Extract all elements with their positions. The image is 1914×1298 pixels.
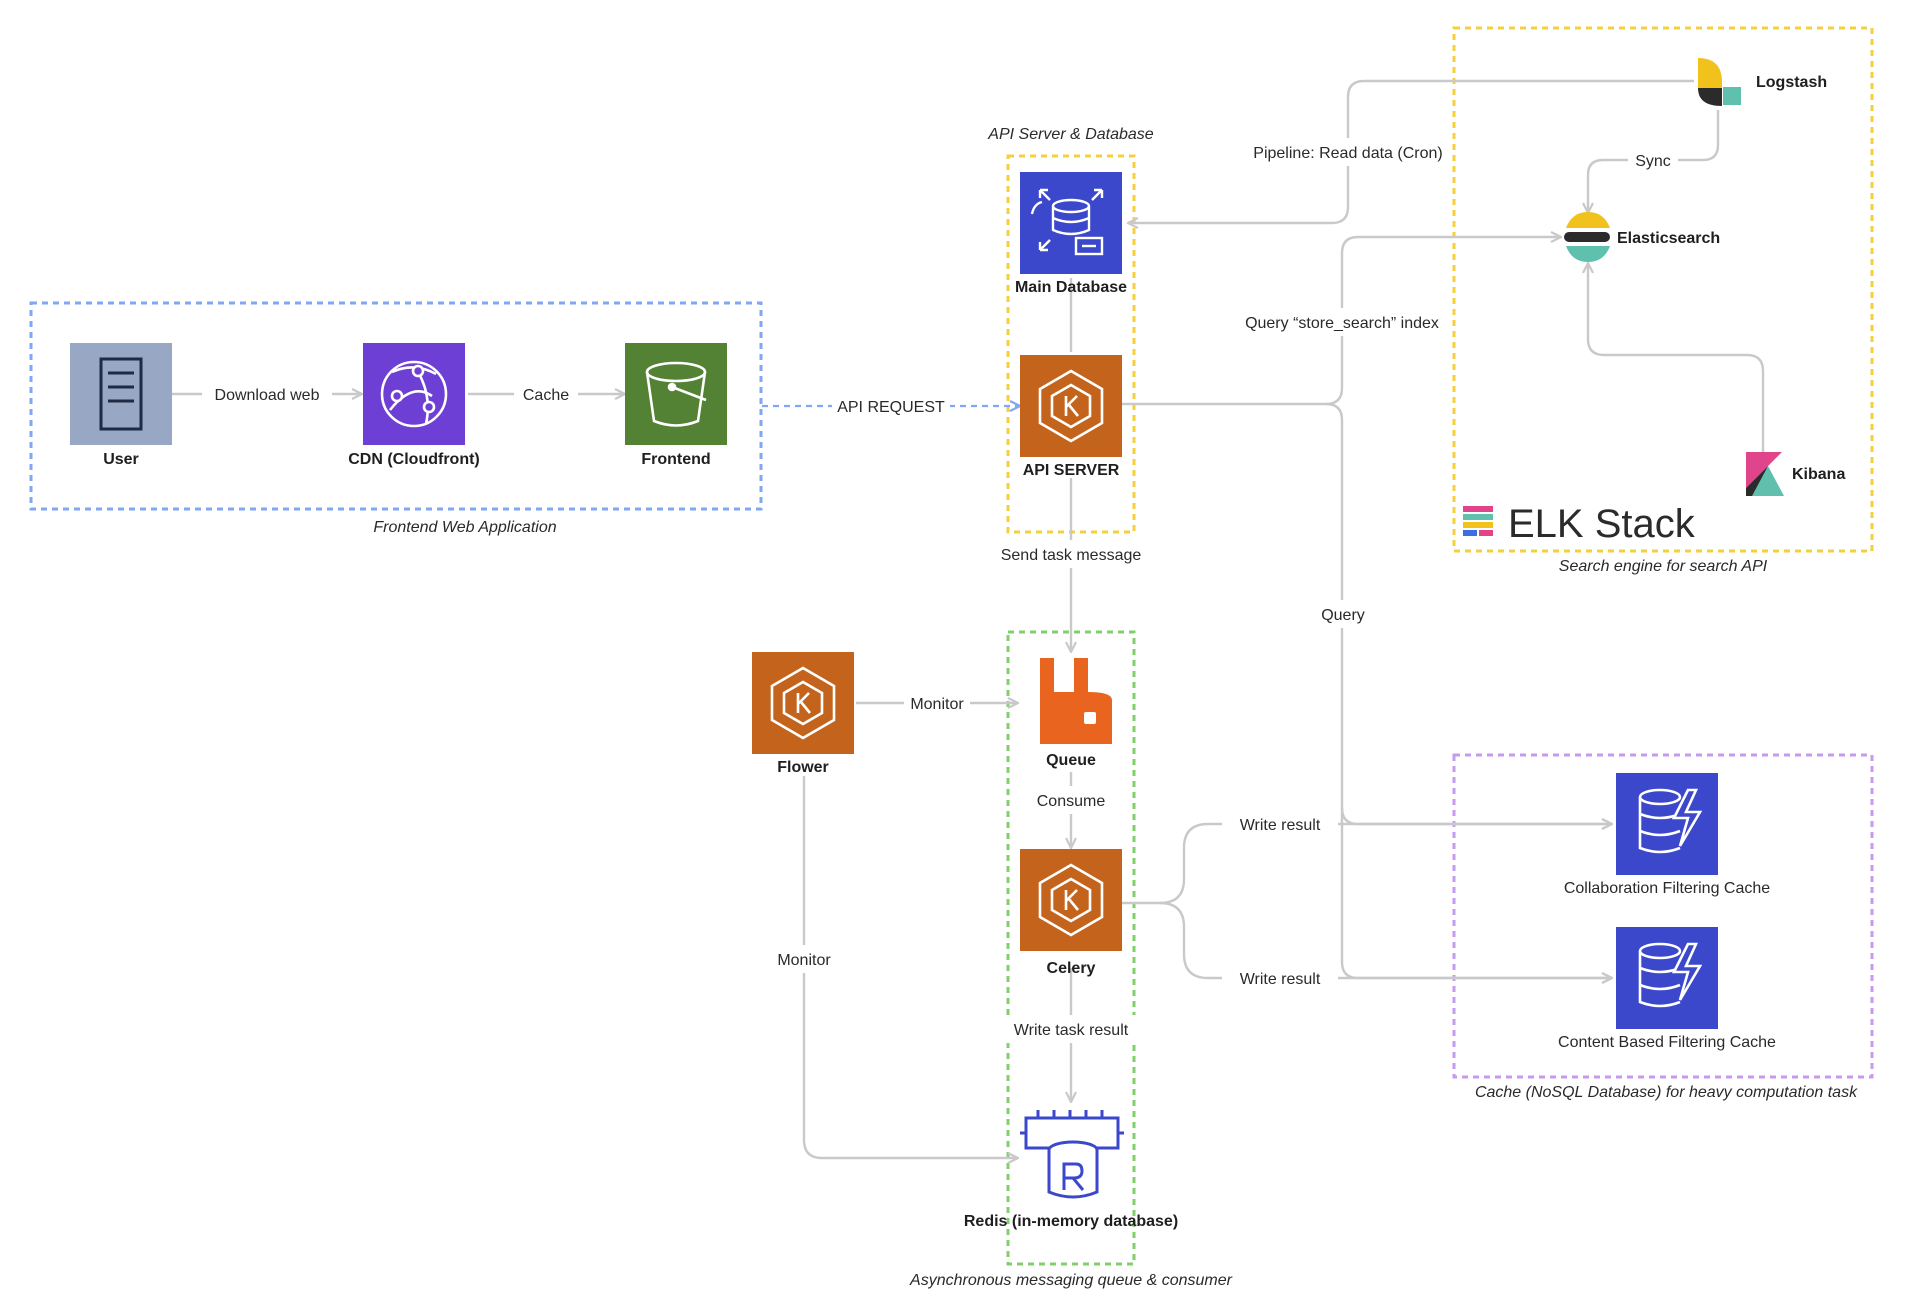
logstash-icon — [1698, 58, 1741, 106]
api-server-node[interactable]: API SERVER — [1020, 355, 1122, 479]
frontend-node[interactable]: Frontend — [625, 343, 727, 468]
svg-text:Sync: Sync — [1635, 153, 1671, 170]
svg-text:Query: Query — [1321, 607, 1365, 624]
cache-group-caption: Cache (NoSQL Database) for heavy computa… — [1475, 1084, 1858, 1101]
edge-write-task-result: Write task result — [1002, 968, 1140, 1102]
elasticsearch-node[interactable]: Elasticsearch — [1564, 212, 1720, 262]
cdn-node[interactable]: CDN (Cloudfront) — [348, 343, 480, 468]
svg-text:Pipeline: Read data (Cron): Pipeline: Read data (Cron) — [1253, 145, 1442, 162]
kubernetes-icon — [1038, 863, 1104, 937]
edge-download-web: Download web — [172, 380, 362, 408]
content-cache-label: Content Based Filtering Cache — [1558, 1034, 1776, 1051]
edge-monitor-redis: Monitor — [770, 776, 1018, 1158]
edge-query-index: Query “store_search” index — [1122, 237, 1561, 406]
frontend-group-box — [29, 301, 763, 511]
dynamodb-icon — [1638, 942, 1703, 1008]
edge-pipeline: Pipeline: Read data (Cron) — [1128, 79, 1694, 223]
edge-cache: Cache — [468, 380, 625, 408]
svg-text:Write task result: Write task result — [1014, 1022, 1129, 1039]
edge-write-result: Write result Write result — [1122, 810, 1612, 992]
collaboration-cache-label: Collaboration Filtering Cache — [1564, 880, 1770, 897]
elk-group-box — [1452, 26, 1874, 553]
api-group-caption: API Server & Database — [987, 126, 1154, 143]
collaboration-cache-node[interactable]: Collaboration Filtering Cache — [1564, 773, 1770, 897]
edge-monitor-queue: Monitor — [856, 689, 1018, 717]
queue-label: Queue — [1046, 752, 1096, 769]
logstash-label: Logstash — [1756, 74, 1827, 91]
kibana-icon — [1746, 452, 1784, 496]
celery-label: Celery — [1047, 960, 1096, 977]
svg-text:Download web: Download web — [215, 387, 320, 404]
elastic-stack-icon — [1463, 506, 1493, 536]
user-node[interactable]: User — [70, 343, 172, 468]
redis-icon — [1020, 1110, 1124, 1199]
redis-node[interactable]: Redis (in-memory database) — [964, 1110, 1178, 1230]
edge-consume: Consume — [1028, 772, 1114, 848]
elasticsearch-icon — [1564, 212, 1610, 262]
elk-stack-label: ELK Stack — [1508, 502, 1696, 546]
kibana-label: Kibana — [1792, 466, 1845, 483]
user-label: User — [103, 451, 139, 468]
kubernetes-icon — [770, 666, 836, 740]
redis-label: Redis (in-memory database) — [964, 1213, 1178, 1230]
svg-text:Monitor: Monitor — [777, 952, 831, 969]
content-cache-node[interactable]: Content Based Filtering Cache — [1558, 927, 1776, 1051]
frontend-label: Frontend — [641, 451, 710, 468]
svg-text:Write result: Write result — [1240, 817, 1321, 834]
svg-text:Query “store_search” index: Query “store_search” index — [1245, 315, 1439, 332]
queue-node[interactable]: Queue — [1040, 658, 1112, 769]
edge-sync: Sync — [1588, 110, 1720, 213]
edge-api-request: API REQUEST — [762, 392, 1020, 420]
svg-text:API REQUEST: API REQUEST — [837, 399, 945, 416]
api-server-label: API SERVER — [1023, 462, 1120, 479]
frontend-group-caption: Frontend Web Application — [373, 519, 556, 536]
main-database-node[interactable]: Main Database — [1015, 172, 1127, 296]
database-migration-icon — [1030, 188, 1104, 256]
svg-text:Monitor: Monitor — [910, 696, 964, 713]
cache-group-box — [1452, 753, 1874, 1079]
queue-group-box — [1006, 630, 1136, 1266]
svg-text:Send task message: Send task message — [1001, 547, 1142, 564]
edge-kibana-to-elasticsearch — [1588, 263, 1765, 453]
server-document-icon — [99, 357, 143, 431]
celery-node[interactable]: Celery — [1020, 849, 1122, 977]
edge-send-task: Send task message — [994, 478, 1148, 652]
dynamodb-icon — [1638, 788, 1703, 854]
logstash-node[interactable]: Logstash — [1698, 58, 1827, 106]
flower-label: Flower — [777, 759, 829, 776]
queue-group-caption: Asynchronous messaging queue & consumer — [909, 1272, 1233, 1289]
rabbitmq-icon — [1040, 658, 1112, 744]
svg-text:Cache: Cache — [523, 387, 569, 404]
cdn-label: CDN (Cloudfront) — [348, 451, 480, 468]
svg-text:Consume: Consume — [1037, 793, 1106, 810]
flower-node[interactable]: Flower — [752, 652, 854, 776]
elk-stack-title: ELK Stack — [1463, 502, 1696, 546]
svg-text:Write result: Write result — [1240, 971, 1321, 988]
cloudfront-icon — [380, 360, 448, 428]
main-database-label: Main Database — [1015, 279, 1127, 296]
kubernetes-icon — [1038, 369, 1104, 443]
elk-group-caption: Search engine for search API — [1559, 558, 1768, 575]
elasticsearch-label: Elasticsearch — [1617, 230, 1720, 247]
s3-bucket-icon — [645, 361, 707, 427]
kibana-node[interactable]: Kibana — [1746, 452, 1845, 496]
